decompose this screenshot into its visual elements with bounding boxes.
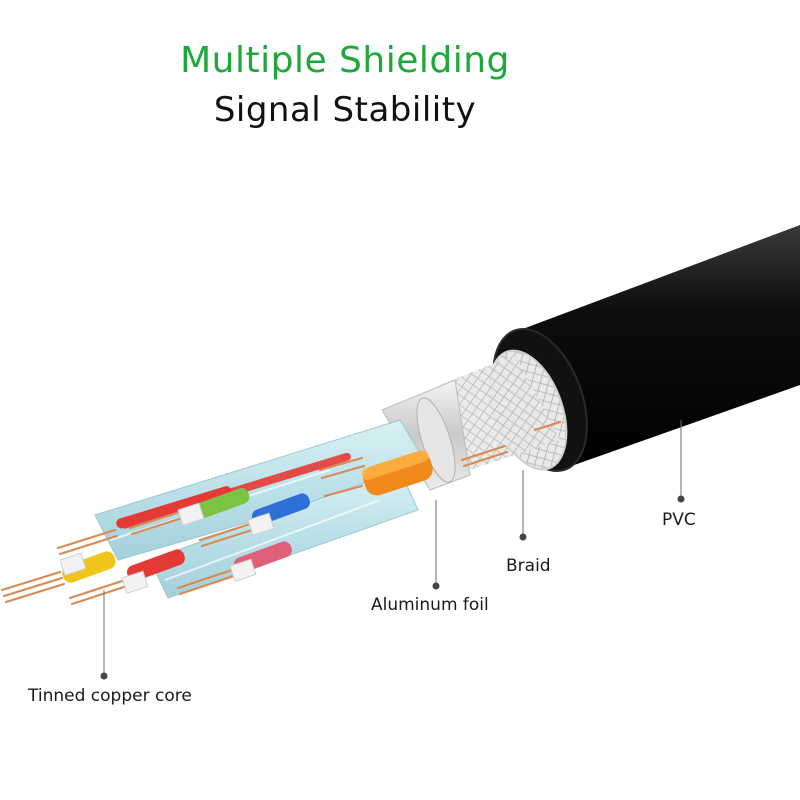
braid-dot — [519, 533, 527, 541]
tinned-copper-strands — [0, 420, 562, 606]
pvc-label: PVC — [662, 510, 696, 530]
foil-dot — [432, 582, 440, 590]
aluminum-foil-layer — [381, 379, 471, 491]
headline-title: Multiple Shielding — [180, 40, 510, 81]
braid-label: Braid — [506, 556, 551, 576]
aluminum-foil-label: Aluminum foil — [371, 595, 489, 615]
callout-leaders — [103, 420, 682, 675]
wire-tip-caps — [59, 502, 275, 594]
core-dot — [100, 672, 108, 680]
headline-subtitle: Signal Stability — [213, 90, 477, 130]
tinned-copper-core-label: Tinned copper core — [28, 686, 192, 706]
callout-dots — [100, 495, 685, 680]
pvc-dot — [677, 495, 685, 503]
braid-shield — [440, 349, 568, 471]
